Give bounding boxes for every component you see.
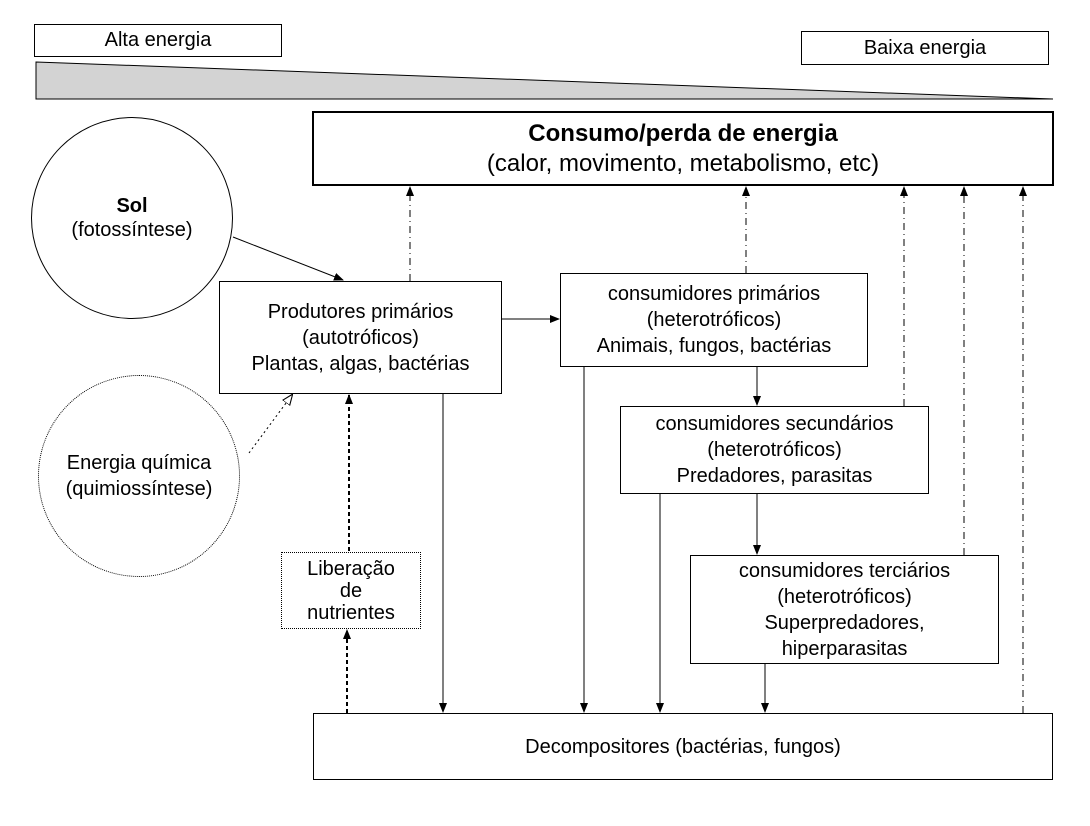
low-energy-text: Baixa energia — [863, 36, 987, 59]
nutrient-release-line-3: nutrientes — [307, 601, 395, 624]
consumption-subtitle: (calor, movimento, metabolismo, etc) — [486, 149, 880, 177]
sun-node: Sol (fotossíntese) — [31, 117, 233, 319]
chemical-energy-node: Energia química (quimiossíntese) — [38, 375, 240, 577]
nutrient-release-line-2: de — [339, 579, 363, 602]
arrow-chemical-to-producers — [248, 395, 292, 454]
low-energy-label: Baixa energia — [801, 31, 1049, 65]
primary-consumers-examples: Animais, fungos, bactérias — [596, 335, 832, 357]
tertiary-consumers-box: consumidores terciários (heterotróficos)… — [690, 555, 999, 664]
nutrient-release-box: Liberação de nutrientes — [281, 552, 421, 629]
primary-consumers-box: consumidores primários (heterotróficos) … — [560, 273, 868, 367]
arrow-sun-to-producers — [232, 236, 344, 281]
primary-consumers-title: consumidores primários — [607, 283, 821, 305]
tertiary-consumers-type: (heterotróficos) — [777, 585, 912, 608]
secondary-consumers-box: consumidores secundários (heterotróficos… — [620, 406, 929, 494]
secondary-consumers-examples: Predadores, parasitas — [676, 465, 873, 487]
producers-title: Produtores primários — [267, 300, 454, 323]
secondary-consumers-type: (heterotróficos) — [707, 439, 842, 461]
decomposers-box: Decompositores (bactérias, fungos) — [313, 713, 1053, 780]
tertiary-consumers-examples-2: hiperparasitas — [781, 637, 908, 660]
chemical-energy-title: Energia química — [66, 452, 212, 474]
producers-type: (autotróficos) — [302, 326, 419, 349]
energy-consumption-box: Consumo/perda de energia (calor, movimen… — [312, 111, 1054, 186]
sun-title: Sol — [116, 195, 148, 217]
nutrient-release-line-1: Liberação — [307, 557, 395, 580]
primary-producers-box: Produtores primários (autotróficos) Plan… — [219, 281, 502, 394]
high-energy-label: Alta energia — [34, 24, 282, 57]
producers-examples: Plantas, algas, bactérias — [251, 352, 470, 375]
high-energy-text: Alta energia — [104, 29, 212, 51]
consumption-title: Consumo/perda de energia — [528, 119, 838, 147]
tertiary-consumers-examples-1: Superpredadores, — [764, 611, 925, 634]
decomposers-label: Decompositores (bactérias, fungos) — [525, 735, 841, 758]
secondary-consumers-title: consumidores secundários — [655, 413, 894, 435]
primary-consumers-type: (heterotróficos) — [646, 309, 782, 331]
sun-subtitle: (fotossíntese) — [71, 219, 193, 241]
energy-gradient-wedge — [35, 61, 1054, 100]
chemical-energy-subtitle: (quimiossíntese) — [65, 478, 213, 500]
tertiary-consumers-title: consumidores terciários — [738, 559, 951, 582]
